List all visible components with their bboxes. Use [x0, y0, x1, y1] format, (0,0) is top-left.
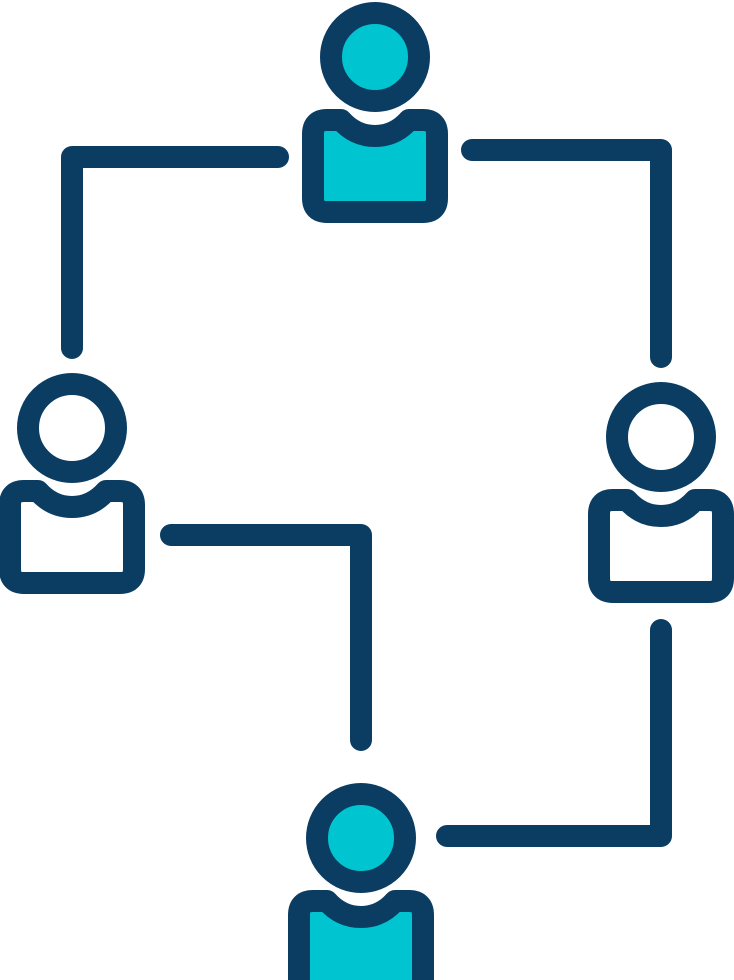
connector-top-right — [461, 139, 672, 368]
person-left-person-icon — [0, 373, 145, 594]
person-head — [17, 373, 127, 483]
person-top-person-icon — [302, 2, 448, 223]
person-body — [288, 890, 434, 980]
connector-top-left — [61, 146, 289, 359]
connector-right-bottom — [436, 619, 672, 847]
person-head — [306, 783, 416, 893]
person-bottom-person-icon — [288, 783, 434, 980]
person-head — [320, 2, 430, 112]
connector-lines — [61, 139, 672, 847]
person-right-person-icon — [588, 382, 734, 603]
connector-left-bottom — [160, 524, 372, 751]
person-body — [302, 109, 448, 223]
person-head — [606, 382, 716, 492]
person-body — [588, 489, 734, 603]
person-body — [0, 480, 145, 594]
